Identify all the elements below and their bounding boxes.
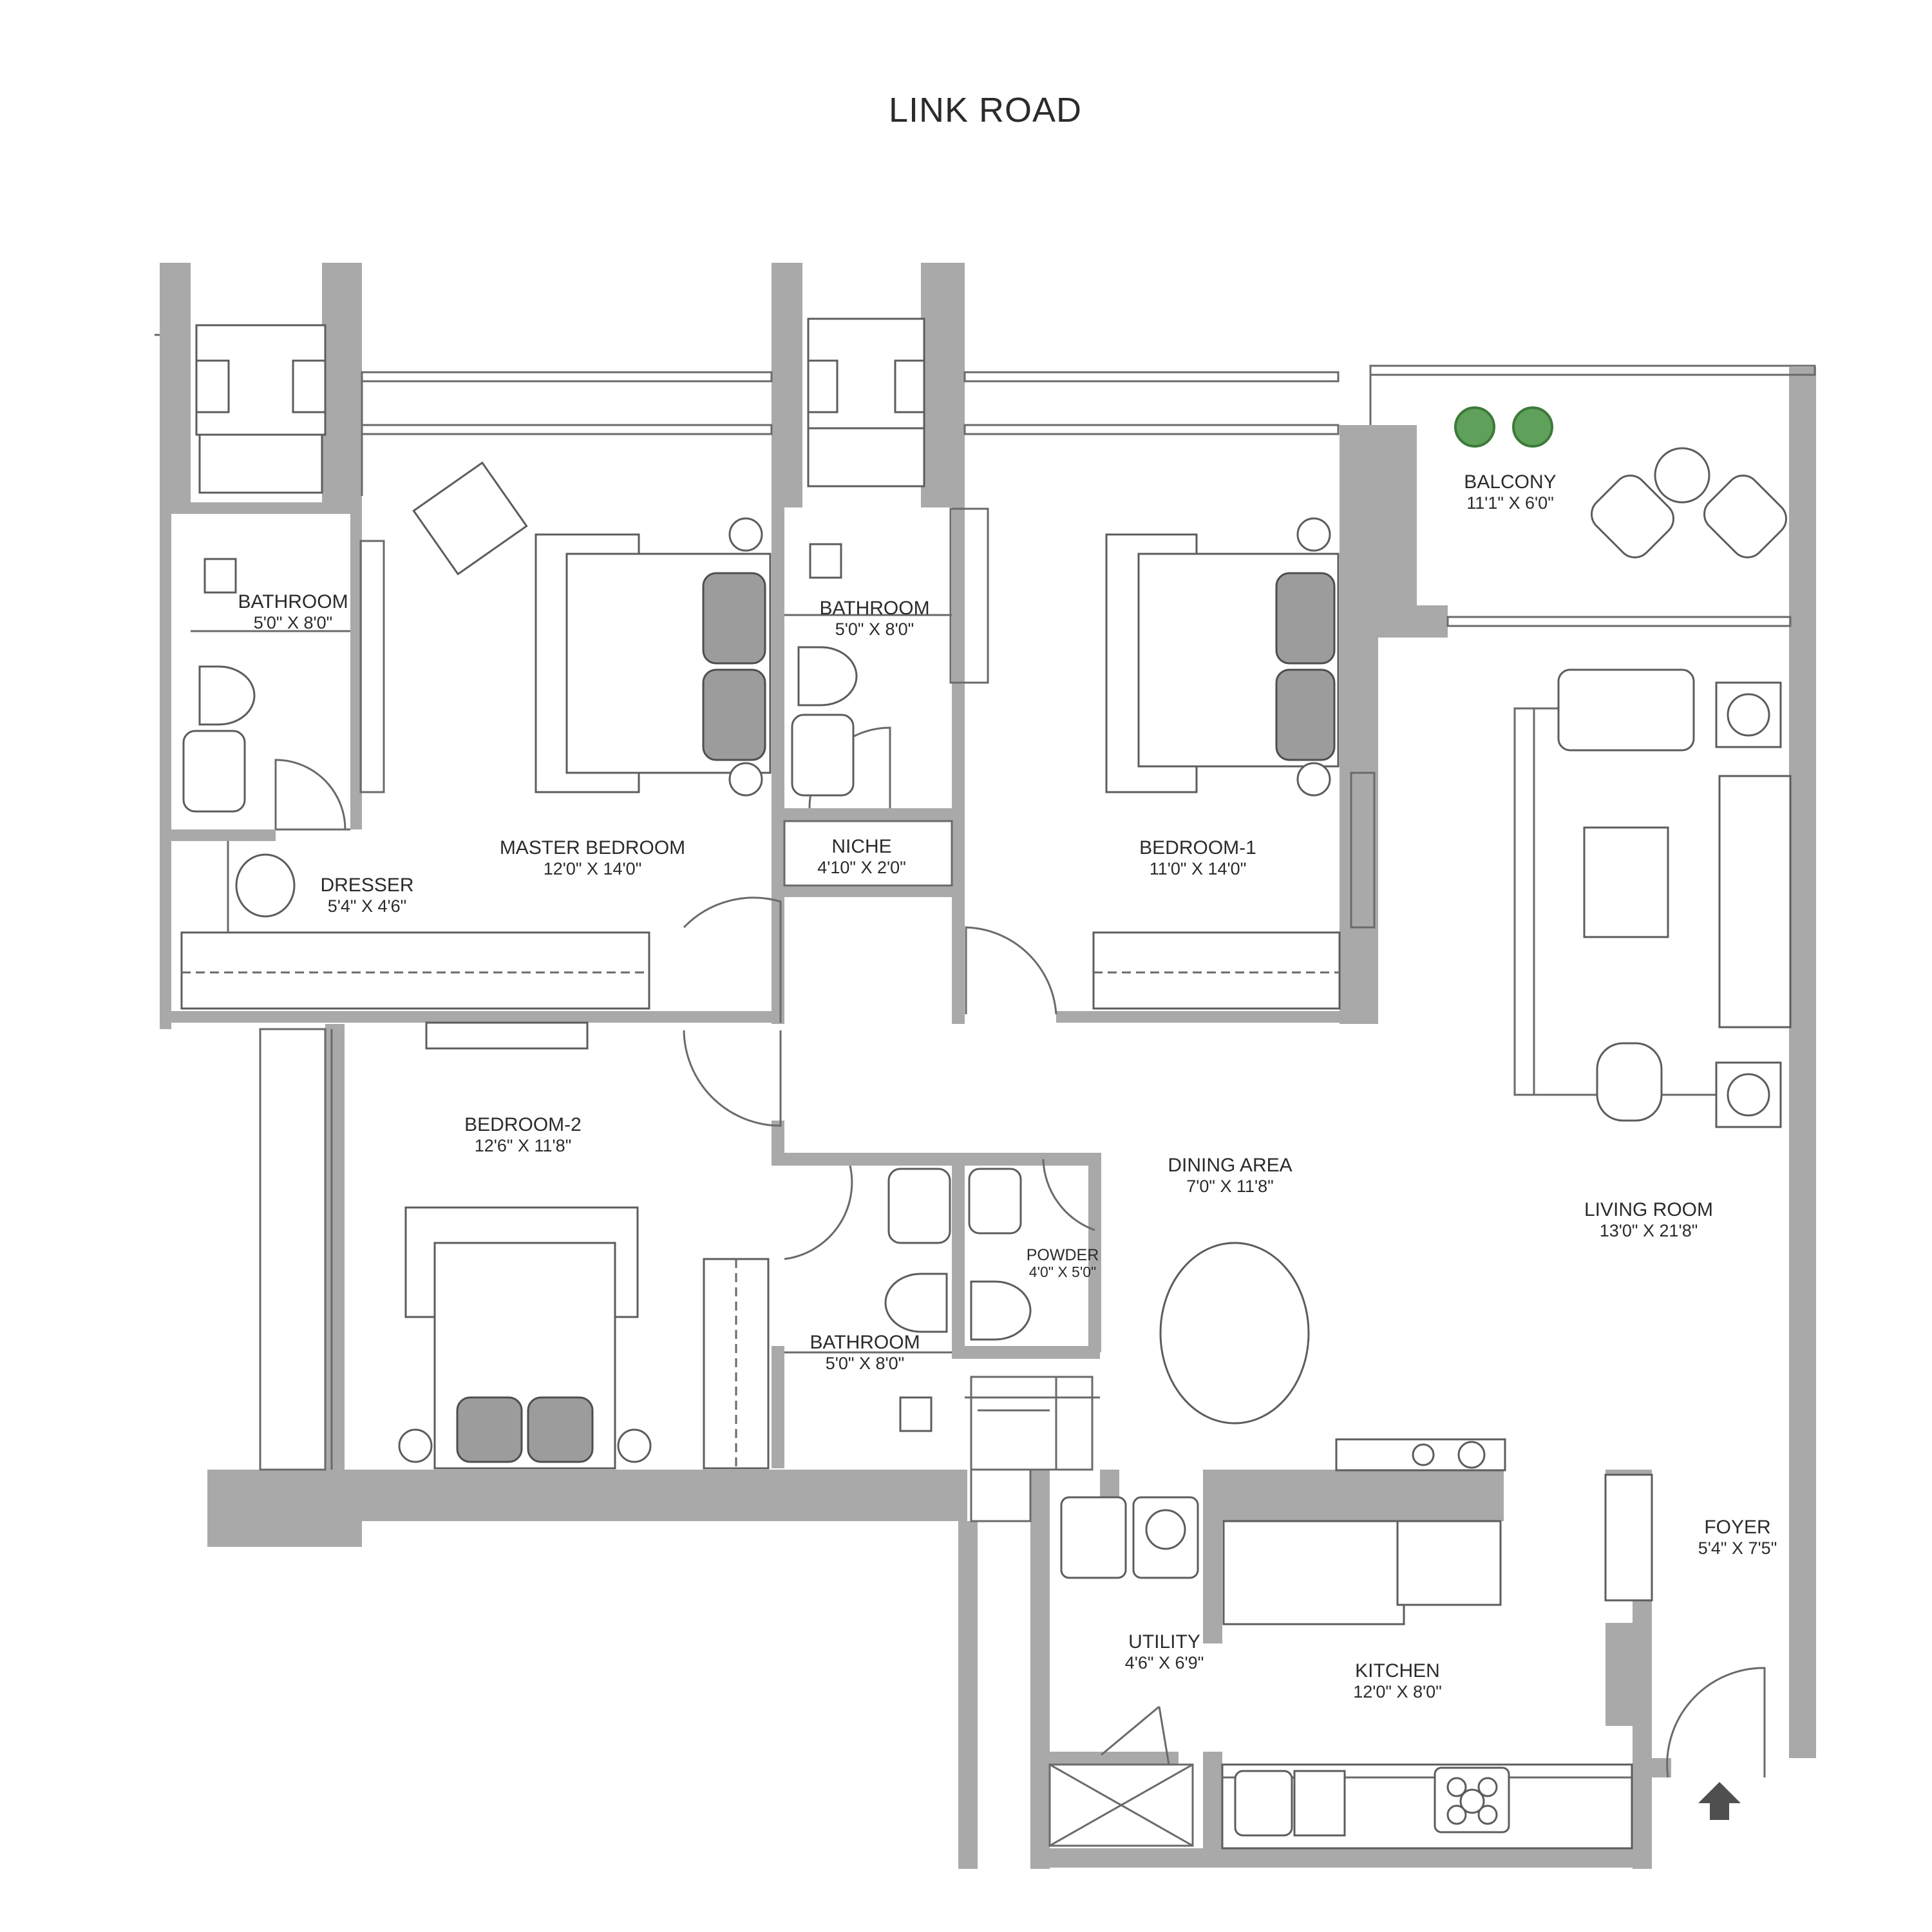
walls xyxy=(160,263,1816,1869)
road-label: LINK ROAD xyxy=(888,91,1083,129)
entry-arrow-icon xyxy=(1698,1782,1741,1820)
ac-units xyxy=(195,317,925,494)
furniture xyxy=(182,447,1792,1837)
windows-and-partitions xyxy=(155,334,1816,1850)
plant-icon xyxy=(1454,406,1553,448)
